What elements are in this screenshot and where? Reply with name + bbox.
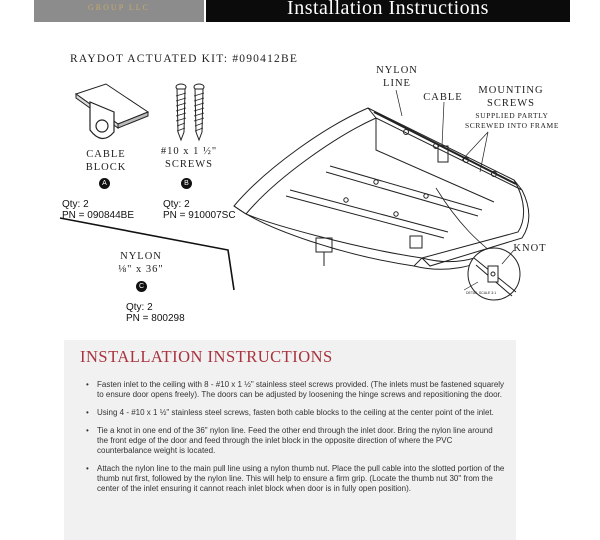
screws-name-line2: SCREWS: [164, 159, 213, 170]
supplied-label-2: SCREWED INTO FRAME: [465, 121, 559, 130]
nylon-line-label-1: NYLON: [376, 65, 418, 76]
screws-qty: Qty: 2: [163, 199, 190, 210]
screws-name-line1: #10 x 1 ½": [160, 146, 218, 157]
supplied-label-1: SUPPLIED PARTLY: [475, 111, 549, 120]
cable-block-name-line2: BLOCK: [85, 162, 127, 173]
detail-scale-label: DETAIL SCALE 3:1: [466, 291, 496, 295]
instructions-title: INSTALLATION INSTRUCTIONS: [80, 347, 333, 366]
cable-block-qty: Qty: 2: [62, 199, 89, 210]
kit-title: RAYDOT ACTUATED KIT: #090412BE: [70, 53, 299, 65]
instruction-step: Using 4 - #10 x 1 ½" stainless steel scr…: [80, 408, 506, 418]
instruction-step: Tie a knot in one end of the 36" nylon l…: [80, 426, 506, 456]
cable-label: CABLE: [423, 92, 463, 103]
cable-block-illustration: [74, 83, 150, 140]
knot-label: KNOT: [513, 243, 547, 254]
company-logo-text: GROUP LLC: [88, 3, 150, 12]
instructions-list: Fasten inlet to the ceiling with 8 - #10…: [80, 380, 506, 502]
inlet-assembly-diagram: DETAIL SCALE 3:1: [233, 89, 530, 301]
header-bar: [206, 0, 570, 22]
mounting-screws-label-1: MOUNTING: [478, 85, 544, 96]
nylon-qty: Qty: 2: [126, 302, 153, 313]
cable-block-name-line1: CABLE: [86, 149, 126, 160]
nylon-pn: PN = 800298: [126, 313, 185, 324]
cable-block-pn: PN = 090844BE: [62, 210, 134, 221]
nylon-name-line2: ⅛" x 36": [118, 264, 164, 275]
nylon-line-label-2: LINE: [383, 78, 411, 89]
instruction-step: Fasten inlet to the ceiling with 8 - #10…: [80, 380, 506, 400]
badge-c: C: [136, 281, 147, 292]
screws-pn: PN = 910007SC: [163, 210, 236, 221]
mounting-screws-label-2: SCREWS: [486, 98, 535, 109]
nylon-line-illustration: [59, 217, 235, 291]
badge-b: B: [181, 178, 192, 189]
logo-block: [34, 0, 204, 22]
page-title: Installation Instructions: [287, 0, 489, 19]
screws-illustration: [175, 83, 205, 142]
badge-a: A: [99, 178, 110, 189]
nylon-name-line1: NYLON: [120, 251, 162, 262]
instruction-step: Attach the nylon line to the main pull l…: [80, 464, 506, 494]
